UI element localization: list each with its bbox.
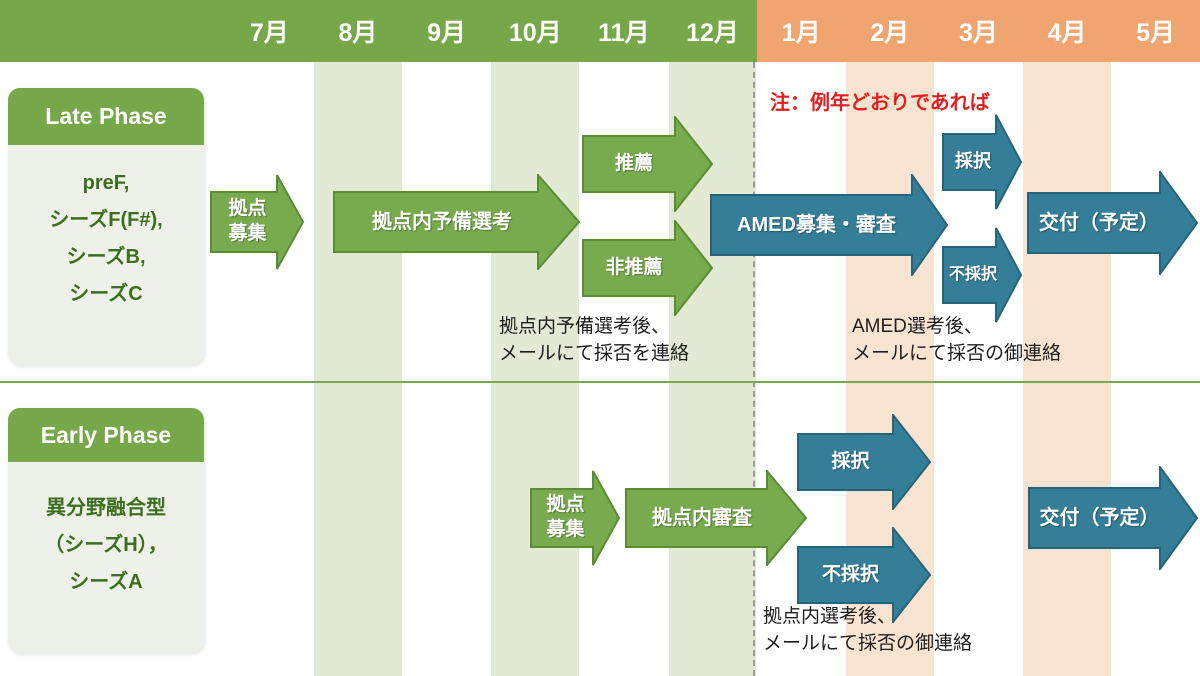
late-phase-title: Late Phase: [8, 88, 204, 145]
arrow-label: 拠点 募集: [228, 198, 267, 244]
arrow-late-site-call: 拠点 募集: [210, 174, 304, 270]
month-label: 4月: [1047, 19, 1087, 47]
arrow-late-preliminary-screening: 拠点内予備選考: [333, 174, 580, 270]
arrow-early-site-call: 拠点 募集: [530, 470, 620, 566]
lane-separator: [0, 381, 1200, 383]
month-label: 2月: [870, 19, 910, 47]
late-phase-subtitle: preF, シーズF(F#), シーズB, シーズC: [49, 172, 163, 305]
early-phase-card: Early Phase 異分野融合型 （シーズH）， シーズA: [8, 408, 204, 652]
arrow-label: 不採択: [948, 265, 997, 283]
arrow-label: 採択: [831, 450, 870, 472]
arrow-late-adopted: 採択: [942, 114, 1022, 210]
month-label: 8月: [338, 19, 378, 47]
month-label: 7月: [249, 19, 289, 47]
arrow-label: 拠点内審査: [652, 507, 752, 529]
arrow-early-adopted: 採択: [797, 414, 931, 510]
column-stripe-october: [491, 62, 579, 676]
arrow-label: 拠点内予備選考: [372, 211, 512, 233]
arrow-late-rejected: 不採択: [942, 227, 1022, 323]
early-phase-subtitle: 異分野融合型 （シーズH）， シーズA: [44, 497, 168, 593]
arrow-early-site-review: 拠点内審査: [625, 470, 807, 566]
month-label: 10月: [508, 19, 562, 47]
month-label: 12月: [686, 19, 739, 47]
header-first-year-band: [0, 0, 757, 62]
annotation-late-preliminary-result: 拠点内予備選考後、 メールにて採否を連絡: [499, 316, 690, 364]
annotation-late-amed-result: AMED選考後、 メールにて採否の御連絡: [852, 316, 1062, 364]
arrow-late-amed-review: AMED募集・審査: [710, 174, 948, 276]
arrow-label: AMED募集・審査: [737, 214, 896, 236]
column-stripe-august: [314, 62, 402, 676]
arrow-late-not-recommended: 非推薦: [582, 220, 713, 316]
arrow-label: 推薦: [614, 152, 653, 174]
arrow-label: 非推薦: [605, 256, 663, 278]
month-label: 5月: [1136, 19, 1176, 47]
arrow-late-grant-planned: 交付（予定）: [1027, 171, 1198, 275]
arrow-label: 拠点 募集: [546, 494, 585, 540]
year-boundary-dashed-line: [753, 62, 755, 676]
annotation-early-site-result: 拠点内選考後、 メールにて採否の御連絡: [763, 606, 973, 654]
month-header-row: 7月 8月 9月 10月 11月 12月 1月 2月 3月 4月 5月: [225, 0, 1200, 62]
month-label: 1月: [781, 19, 821, 47]
early-phase-title: Early Phase: [8, 408, 204, 462]
month-label: 3月: [958, 19, 998, 47]
arrow-early-grant-planned: 交付（予定）: [1028, 466, 1198, 570]
late-phase-card: Late Phase preF, シーズF(F#), シーズB, シーズC: [8, 88, 204, 364]
arrow-early-rejected: 不採択: [797, 527, 931, 623]
column-stripe-april: [1023, 62, 1111, 676]
arrow-label: 交付（予定）: [1039, 507, 1160, 529]
note-usual-year: 注：例年どおりであれば: [770, 92, 990, 114]
arrow-label: 交付（予定）: [1039, 212, 1159, 234]
arrow-late-recommended: 推薦: [582, 116, 713, 212]
month-label: 11月: [598, 19, 650, 47]
arrow-label: 不採択: [821, 563, 879, 585]
arrow-label: 採択: [955, 151, 991, 172]
month-label: 9月: [427, 19, 467, 47]
header-second-year-band: [757, 0, 1200, 62]
